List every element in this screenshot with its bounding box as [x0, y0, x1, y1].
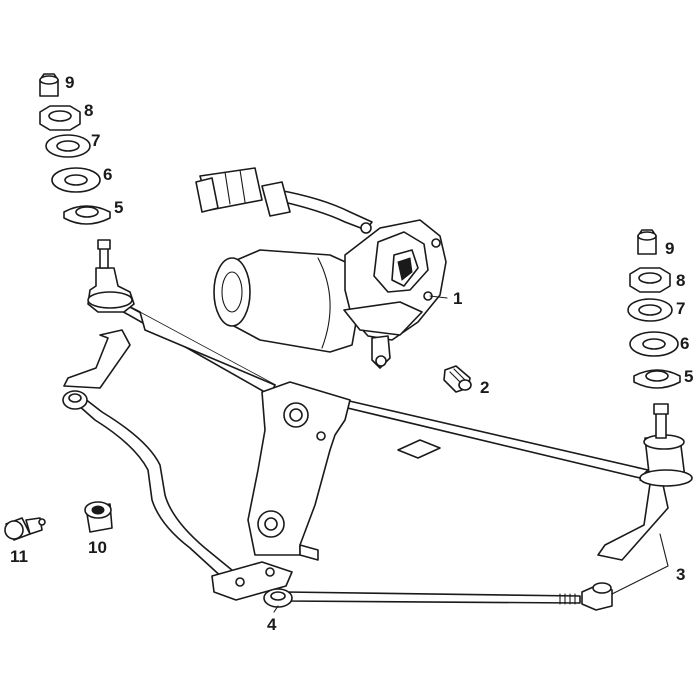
right-pivot-flange: [639, 469, 693, 487]
ball-joint-top-left-cap: [68, 393, 82, 403]
frame-tube-right: [334, 399, 649, 479]
left-pivot-shaft: [99, 247, 109, 269]
left-fastener-stack: [39, 73, 111, 225]
label-right-washer-5: 5: [684, 367, 693, 386]
right-fastener-stack: [627, 229, 681, 389]
motor-can: [231, 249, 361, 353]
frame-small-bracket: [397, 439, 441, 459]
screw-head-face: [4, 520, 24, 540]
label-wiper-motor: 1: [453, 289, 462, 308]
label-right-nut-8: 8: [676, 271, 685, 290]
leader-3: [611, 533, 669, 595]
right-washer-7-hole: [638, 304, 662, 316]
ball-joint-rod-right-cap: [592, 582, 612, 594]
crank-hole-2: [265, 567, 275, 577]
motor-cable: [274, 189, 373, 231]
screw-shank: [25, 517, 43, 535]
leader-lines: [273, 295, 669, 613]
label-left-washer-5: 5: [114, 198, 123, 217]
right-mount-foot: [597, 479, 669, 561]
right-nut-8-hole: [638, 272, 662, 284]
connector-face: [195, 177, 219, 213]
label-fixing-screw: 11: [10, 547, 28, 566]
motor-output-shaft: [375, 355, 387, 367]
left-washer-7-hole: [56, 140, 80, 152]
plate-hole-lower-inner: [264, 517, 278, 531]
left-washer-5-hole: [75, 206, 99, 218]
label-right-cap-9: 9: [665, 239, 674, 258]
left-nut-8-hole: [48, 110, 72, 122]
label-grommet: 10: [88, 538, 107, 557]
rod-thread: [559, 593, 576, 605]
cable-grommet: [360, 222, 372, 234]
connector-ribs: [224, 169, 246, 205]
cable-boot: [261, 181, 291, 217]
left-pivot-flange: [87, 291, 133, 309]
label-linkage-frame: 3: [676, 565, 685, 584]
motor-band: [317, 257, 331, 349]
left-washer-6-hole: [64, 174, 88, 186]
motor-bracket: [343, 301, 423, 336]
left-pivot-tip: [97, 239, 111, 250]
label-right-washer-7: 7: [676, 299, 685, 318]
right-pivot-tip: [653, 403, 669, 415]
left-cap-9-top: [39, 75, 59, 85]
label-left-washer-7: 7: [91, 131, 100, 150]
plate-rivet: [316, 431, 326, 441]
label-right-washer-6: 6: [680, 334, 689, 353]
motor-end-cap-ring: [221, 271, 243, 313]
label-left-nut-8: 8: [84, 101, 93, 120]
linkage-frame: [63, 239, 693, 561]
connecting-rod: [62, 390, 613, 611]
grommet-part: [84, 501, 113, 533]
right-pivot-shaft: [655, 411, 667, 439]
left-mount-foot: [63, 329, 131, 389]
right-washer-5-hole: [645, 370, 669, 382]
plate-hole-upper-inner: [289, 408, 303, 422]
grommet-hole: [91, 505, 105, 515]
label-bolt: 2: [480, 378, 489, 397]
ball-joint-rod-left-cap: [270, 591, 286, 601]
label-connecting-rod: 4: [267, 615, 277, 634]
frame-tube-left-top: [127, 305, 276, 386]
motor-end-cap: [213, 257, 251, 327]
label-left-cap-9: 9: [65, 73, 74, 92]
long-rod: [284, 591, 581, 604]
part-labels: 1 2 3 4 9 8 7 6 5 9 8 7 6 5 10 11: [10, 73, 693, 634]
gearbox-screw-top: [431, 238, 441, 248]
gearbox-terminal-dark: [397, 257, 413, 281]
leader-4: [273, 605, 279, 613]
crank-hole-1: [235, 577, 245, 587]
leader-1: [429, 295, 448, 299]
link-arm-curved: [69, 394, 239, 581]
bolt-part: [443, 365, 472, 393]
screw-tip: [38, 518, 46, 526]
fixing-screw-part: [4, 517, 46, 541]
wiper-motor: [195, 167, 447, 369]
plate-tab: [299, 544, 319, 561]
right-washer-6-hole: [642, 338, 666, 350]
right-cap-9-top: [637, 231, 657, 241]
label-left-washer-6: 6: [103, 165, 112, 184]
bolt-head: [458, 379, 472, 391]
